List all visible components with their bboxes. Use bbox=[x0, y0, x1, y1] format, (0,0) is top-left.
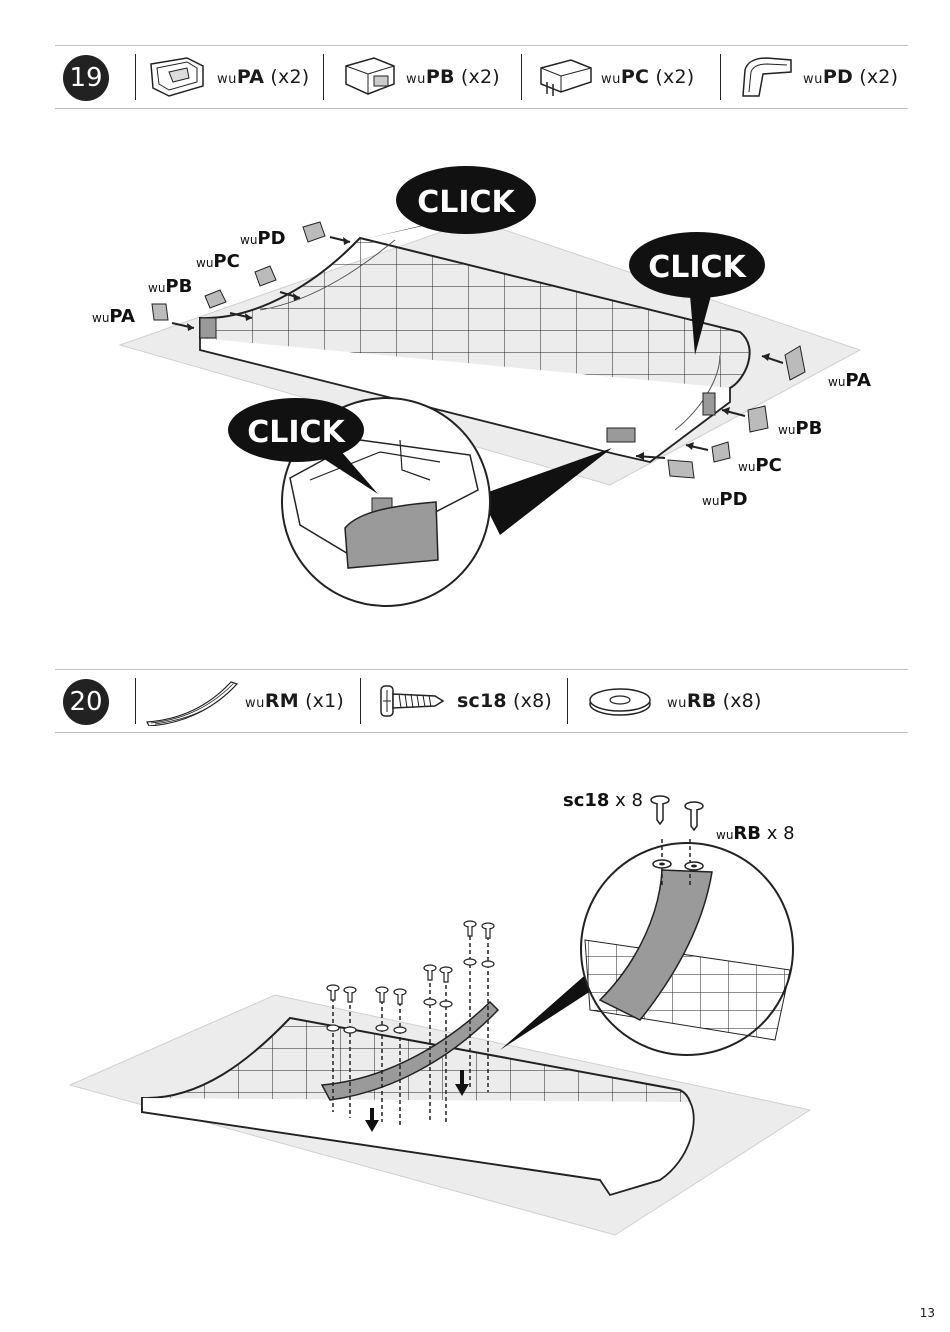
separator bbox=[135, 54, 136, 100]
part-pd-icon bbox=[737, 52, 797, 102]
separator bbox=[567, 678, 568, 724]
step-19-diagram: CLICK CLICK CLICK wuPD wuPC wuPB wuPA bbox=[0, 110, 950, 634]
washer-label: wuRB x 8 bbox=[716, 823, 795, 844]
step-20-diagram: sc18 x 8 wuRB x 8 bbox=[0, 740, 950, 1284]
label-pc-left: wuPC bbox=[196, 251, 240, 272]
endcap-left bbox=[200, 318, 216, 338]
svg-text:CLICK: CLICK bbox=[648, 250, 747, 285]
washer-icon bbox=[585, 676, 655, 726]
part-pb-icon bbox=[340, 52, 400, 102]
label-pb-right: wuPB bbox=[778, 418, 822, 439]
part-label: wuPA (x2) bbox=[217, 66, 309, 88]
click-callout-1: CLICK bbox=[360, 166, 536, 240]
separator bbox=[323, 54, 324, 100]
part-label: wuPB (x2) bbox=[406, 66, 500, 88]
part-pa-icon bbox=[147, 52, 207, 102]
svg-text:CLICK: CLICK bbox=[417, 185, 516, 220]
label-pd-right: wuPD bbox=[702, 489, 748, 510]
label-pd-left: wuPD bbox=[240, 228, 286, 249]
label-pc-right: wuPC bbox=[738, 455, 782, 476]
part-label: sc18 (x8) bbox=[457, 690, 552, 712]
part-label: wuPC (x2) bbox=[601, 66, 694, 88]
endcap-right bbox=[703, 393, 715, 415]
step-19-parts-bar: 19 wuPA (x2) wuPB (x2) wuPC (x2) bbox=[55, 45, 908, 109]
step-number-badge: 19 bbox=[63, 55, 109, 101]
separator bbox=[720, 54, 721, 100]
label-pa-left: wuPA bbox=[92, 306, 135, 327]
part-rm-icon bbox=[145, 676, 245, 726]
screw-icon bbox=[377, 676, 447, 726]
step-20-parts-bar: 20 wuRM (x1) sc18 (x8) wuRB (x8) bbox=[55, 669, 908, 733]
label-pb-left: wuPB bbox=[148, 276, 192, 297]
step-19-illustration: CLICK CLICK CLICK wuPD wuPC wuPB wuPA bbox=[0, 110, 950, 630]
separator bbox=[360, 678, 361, 724]
step-number-badge: 20 bbox=[63, 679, 109, 725]
step-20-illustration: sc18 x 8 wuRB x 8 bbox=[0, 740, 950, 1280]
page-number: 13 bbox=[920, 1306, 935, 1320]
separator bbox=[135, 678, 136, 724]
part-label: wuRB (x8) bbox=[667, 690, 762, 712]
part-label: wuRM (x1) bbox=[245, 690, 344, 712]
part-label: wuPD (x2) bbox=[803, 66, 898, 88]
svg-text:CLICK: CLICK bbox=[247, 415, 346, 450]
part-pc-icon bbox=[537, 52, 597, 102]
label-pa-right: wuPA bbox=[828, 370, 871, 391]
endcap-right bbox=[607, 428, 635, 442]
screw-label: sc18 x 8 bbox=[563, 790, 643, 811]
separator bbox=[521, 54, 522, 100]
